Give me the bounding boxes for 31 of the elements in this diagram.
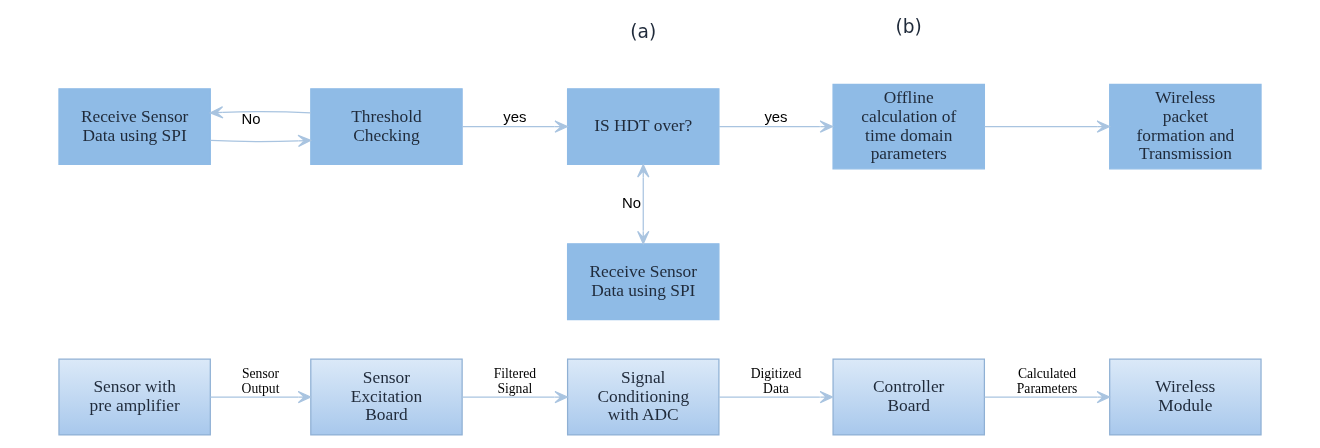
node-box: Sensor with pre amplifier: [58, 358, 211, 436]
node-box: Signal Conditioning with ADC: [566, 358, 720, 436]
node-box: Offline calculation of time domain parameters: [832, 83, 985, 170]
arrow: [983, 120, 1111, 133]
edge-label: Sensor Output: [241, 366, 280, 397]
arrow: [637, 164, 650, 245]
edge-label: yes: [764, 109, 788, 126]
node-box: IS HDT over?: [566, 88, 720, 166]
label: (b): [895, 15, 922, 37]
edge-label: yes: [503, 109, 527, 126]
arrow: [461, 390, 569, 404]
node-box: Receive Sensor Data using SPI: [58, 88, 211, 166]
node-box: Controller Board: [832, 358, 985, 436]
node-box: Sensor Excitation Board: [310, 358, 463, 436]
arrow: [983, 390, 1111, 404]
arrow: [209, 390, 312, 404]
edge-label: No: [621, 195, 641, 211]
arrow: [209, 134, 312, 148]
node-box: Receive Sensor Data using SPI: [566, 243, 720, 321]
node-box: Wireless packet formation and Transmission: [1109, 83, 1262, 170]
arrow: [209, 106, 312, 119]
edge-label: Filtered Signal: [493, 366, 537, 397]
node-box: Wireless Module: [1109, 358, 1262, 436]
node-box: Threshold Checking: [310, 88, 463, 166]
edge-label: No: [241, 110, 261, 127]
edge-label: Digitized Data: [750, 366, 802, 397]
arrow: [718, 120, 834, 133]
arrow: [461, 120, 569, 133]
edge-label: Calculated Parameters: [1016, 366, 1078, 397]
arrow: [718, 390, 834, 404]
label: (a): [630, 20, 657, 42]
